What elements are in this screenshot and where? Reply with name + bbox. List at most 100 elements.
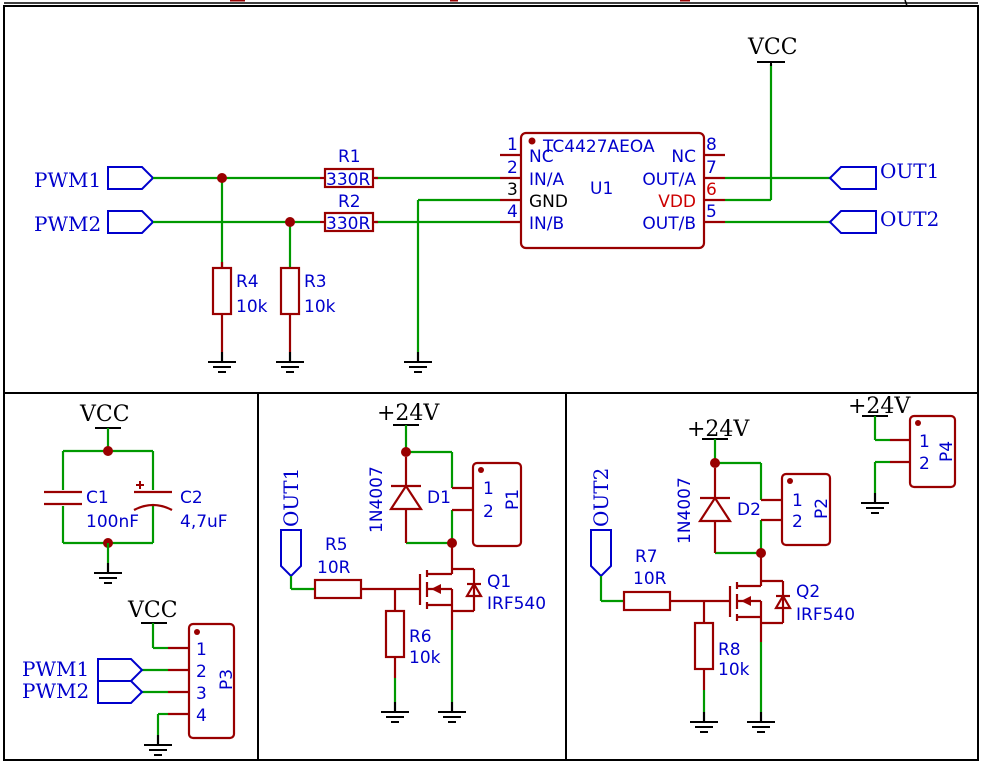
u1-pin1-num: 1 (507, 135, 518, 155)
c1-value: 100nF (86, 512, 139, 532)
out2-port-q2: OUT2 (589, 468, 613, 578)
p1-pin1: 1 (483, 479, 494, 499)
out1-port-q1: OUT1 (279, 468, 303, 578)
connector-p3: 1 2 3 4 P3 (168, 622, 237, 740)
p2-pin2: 2 (792, 512, 803, 532)
connector-p1: 1 2 P1 (452, 461, 523, 548)
q2-ref: Q2 (796, 582, 820, 602)
resistor-r8: R8 10k (693, 621, 750, 690)
pwm1-port-p3: PWM1 (22, 657, 144, 682)
ic-u1: 1 2 3 4 NC IN/A GND IN/B 8 7 6 5 NC OUT/… (500, 131, 725, 250)
p3-pin2: 2 (196, 662, 207, 682)
d1-value: 1N4007 (367, 466, 387, 533)
q1-ref: Q1 (487, 572, 511, 592)
out2-label: OUT2 (880, 207, 939, 231)
q2-value: IRF540 (796, 605, 855, 625)
sheet-frames (3, 5, 979, 761)
p4-pin2: 2 (919, 454, 930, 474)
vcc-symbol: VCC (127, 598, 178, 624)
u1-pin8-name: NC (671, 147, 696, 167)
resistor-r1: R1 330R (320, 147, 378, 190)
u1-pin3-num: 3 (507, 180, 518, 200)
pwm2-port-p3: PWM2 (22, 679, 144, 704)
diode-d1: 1N4007 D1 (367, 457, 451, 543)
pwm1-label-p3: PWM1 (22, 657, 89, 681)
r4-ref: R4 (236, 272, 259, 292)
vcc-label: VCC (747, 35, 798, 60)
ground-symbol (402, 350, 434, 374)
ground-symbol (688, 710, 720, 734)
plus24-symbol: +24V (848, 394, 911, 419)
r7-value: 10R (633, 569, 667, 589)
u1-pin6-num: 6 (706, 180, 717, 200)
ground-symbol (745, 710, 777, 734)
out1-label: OUT1 (880, 159, 939, 183)
p1-ref: P1 (503, 489, 523, 510)
resistor-r7: R7 10R (622, 547, 730, 612)
r8-value: 10k (718, 660, 750, 680)
connector-p4: 1 2 P4 (890, 414, 957, 489)
capacitor-c1: C1 100nF (44, 488, 139, 532)
resistor-r2: R2 330R (320, 192, 378, 234)
plus24-symbol: +24V (377, 401, 440, 426)
c2-ref: C2 (180, 488, 203, 508)
ground-symbol (206, 350, 238, 374)
mosfet-q2: Q2 IRF540 (728, 553, 855, 642)
r6-ref: R6 (409, 627, 432, 647)
r5-ref: R5 (325, 535, 348, 555)
p3-pin4: 4 (196, 706, 207, 726)
connector-p2: 1 2 P2 (761, 472, 832, 547)
r1-ref: R1 (338, 147, 361, 167)
r6-value: 10k (409, 648, 441, 668)
out1-port: OUT1 (828, 159, 939, 190)
resistor-r4: R4 10k (211, 262, 268, 352)
r3-value: 10k (304, 297, 336, 317)
ground-symbol (274, 350, 306, 374)
u1-pin2-num: 2 (507, 158, 518, 178)
d2-ref: D2 (737, 500, 761, 520)
u1-pin6-name: VDD (658, 192, 696, 212)
r2-value: 330R (326, 214, 370, 234)
vcc-symbol: VCC (747, 35, 798, 66)
c1-ref: C1 (86, 488, 109, 508)
plus24-label-3: +24V (848, 394, 911, 419)
ground-symbol (379, 700, 411, 724)
pwm1-label: PWM1 (34, 168, 101, 192)
diode-d2: 1N4007 D2 (675, 468, 761, 553)
plus24-label-2: +24V (687, 417, 750, 442)
u1-pin1-name: NC (529, 147, 554, 167)
p4-ref: P4 (937, 441, 957, 462)
r3-ref: R3 (304, 272, 327, 292)
q1-value: IRF540 (487, 594, 546, 614)
ground-symbol (859, 491, 891, 515)
p4-pin1: 1 (919, 432, 930, 452)
pwm2-port: PWM2 (34, 210, 155, 236)
ground-symbol (142, 733, 174, 757)
ground-symbol (436, 700, 468, 724)
p3-ref: P3 (217, 669, 237, 690)
resistor-r6: R6 10k (384, 609, 441, 678)
pwm1-port: PWM1 (34, 166, 155, 192)
u1-pin4-name: IN/B (529, 214, 564, 234)
u1-pin8-num: 8 (706, 135, 717, 155)
vcc-symbol: VCC (79, 402, 130, 451)
u1-pin3-name: GND (529, 192, 568, 212)
p2-pin1: 1 (792, 491, 803, 511)
pwm2-label: PWM2 (34, 212, 101, 236)
pwm2-label-p3: PWM2 (22, 679, 89, 703)
p3-pin3: 3 (196, 684, 207, 704)
p2-ref: P2 (812, 498, 832, 519)
vcc-label-cap: VCC (79, 402, 130, 427)
u1-ref: U1 (590, 179, 613, 199)
d2-value: 1N4007 (675, 477, 695, 544)
r7-ref: R7 (635, 547, 658, 567)
ground-symbol (92, 561, 124, 585)
u1-pin7-num: 7 (706, 158, 717, 178)
d1-ref: D1 (427, 488, 451, 508)
vcc-label-p3: VCC (127, 598, 178, 623)
r1-value: 330R (326, 170, 370, 190)
c2-value: 4,7uF (180, 512, 228, 532)
p3-pin1: 1 (196, 640, 207, 660)
u1-pin5-name: OUT/B (642, 214, 696, 234)
